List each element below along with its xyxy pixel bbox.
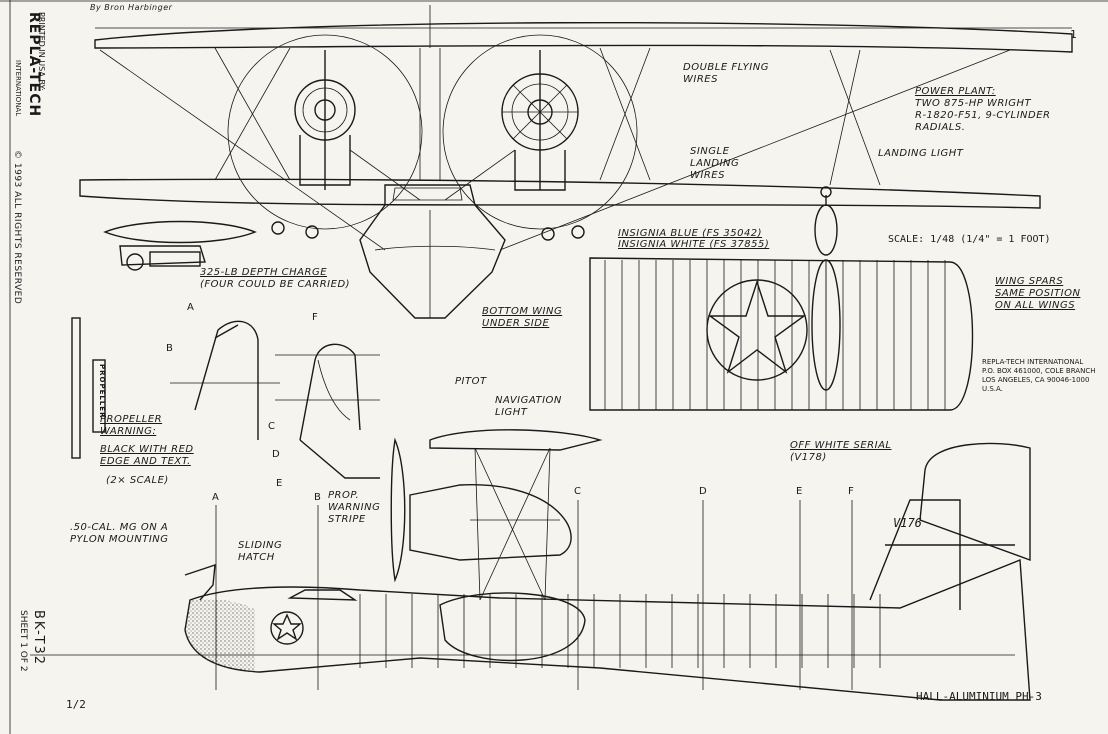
prop-warning-stripe-label: PROP. WARNING STRIPE [328, 490, 380, 526]
label-line: TWO 875-HP WRIGHT [915, 98, 1032, 109]
wing-spars-label: WING SPARS SAME POSITION ON ALL WINGS [995, 276, 1080, 312]
label-line: 325-LB DEPTH CHARGE [200, 267, 328, 278]
label-line: NAVIGATION [495, 395, 562, 406]
publisher-brand: REPLA-TECH [26, 12, 42, 118]
detail-letter-d: D [272, 449, 280, 460]
label-line: STRIPE [328, 514, 366, 525]
insignia-blue-label: INSIGNIA BLUE (FS 35042) [618, 228, 763, 239]
label-line: WING SPARS [995, 276, 1064, 287]
label-line: (FOUR COULD BE CARRIED) [200, 279, 351, 290]
landing-light-label: LANDING LIGHT [878, 148, 964, 159]
bottom-wing-view [589, 257, 974, 411]
address-line: P.O. BOX 461000, COLE BRANCH [982, 367, 1096, 375]
label-line: WIRES [683, 74, 718, 85]
detail-letter-b: B [166, 343, 173, 354]
label-line: BLACK WITH RED [100, 444, 194, 455]
station-letter-b: B [314, 492, 321, 503]
sheet-of: SHEET 1 OF 2 [18, 610, 28, 672]
label-line: PROPELLER [100, 414, 163, 425]
label-line: .50-CAL. MG ON A [70, 522, 169, 533]
scale-note: SCALE: 1/48 (1/4" = 1 FOOT) [888, 234, 1051, 245]
label-line: PROP. [328, 490, 360, 501]
label-line: OFF WHITE SERIAL [790, 440, 892, 451]
detail-letter-e: E [276, 478, 283, 489]
side-view [30, 429, 1031, 701]
off-white-serial-label: OFF WHITE SERIAL (V178) [790, 440, 892, 464]
bottom-wing-label: BOTTOM WING UNDER SIDE [482, 306, 562, 330]
publisher-sub: INTERNATIONAL [14, 60, 22, 117]
insignia-white-label: INSIGNIA WHITE (FS 37855) [618, 239, 770, 250]
black-with-red-label: BLACK WITH RED EDGE AND TEXT. [100, 444, 194, 468]
label-line: WIRES [690, 170, 725, 181]
single-landing-wires-label: SINGLE LANDING WIRES [690, 146, 739, 182]
station-letter-f: F [848, 486, 854, 497]
sheet-number: 1 [1070, 28, 1077, 41]
detail-letter-c: C [268, 421, 275, 432]
navigation-light-label: NAVIGATION LIGHT [495, 395, 562, 419]
address-line: U.S.A. [982, 385, 1003, 393]
front-view [79, 5, 1073, 319]
propeller-warning-detail [71, 317, 106, 459]
propeller-blade-text: PROPELLER [98, 364, 106, 419]
detail-letter-f: F [312, 312, 318, 323]
label-line: ON ALL WINGS [995, 300, 1076, 311]
propeller-warning-label: PROPELLER WARNING: [100, 414, 162, 438]
label-line: DOUBLE FLYING [683, 62, 769, 73]
label-line: EDGE AND TEXT. [100, 456, 191, 467]
label-line: R-1820-F51, 9-CYLINDER [915, 110, 1051, 121]
label-line: BOTTOM WING [482, 306, 563, 317]
address-line: LOS ANGELES, CA 90046-1000 [982, 376, 1090, 384]
station-letter-e: E [796, 486, 803, 497]
scale-fraction: 1/2 [66, 698, 86, 711]
label-line: POWER PLANT: [915, 86, 996, 97]
label-line: WARNING [328, 502, 381, 513]
label-line: LANDING [690, 158, 740, 169]
station-letter-a: A [212, 492, 219, 503]
title: HALL-ALUMINIUM PH-3 [916, 690, 1042, 703]
double-flying-wires-label: DOUBLE FLYING WIRES [683, 62, 769, 86]
pitot-label: PITOT [455, 376, 487, 387]
label-line: SAME POSITION [995, 288, 1081, 299]
label-line: HATCH [238, 552, 275, 563]
mg-mount-label: .50-CAL. MG ON A PYLON MOUNTING [70, 522, 169, 546]
station-letter-d: D [699, 486, 707, 497]
station-letter-c: C [574, 486, 581, 497]
label-line: (V178) [790, 452, 827, 463]
label-line: UNDER SIDE [482, 318, 550, 329]
label-line: SLIDING [238, 540, 283, 551]
depth-charge-label: 325-LB DEPTH CHARGE (FOUR COULD BE CARRI… [200, 267, 350, 291]
tail-serial: V176 [893, 516, 922, 530]
label-line: PYLON MOUNTING [70, 534, 169, 545]
detail-letter-a: A [187, 302, 194, 313]
section-details [170, 320, 380, 479]
address-line: REPLA-TECH INTERNATIONAL [982, 358, 1084, 366]
drawing-code: BK-T32 [31, 610, 46, 667]
label-line: LIGHT [495, 407, 528, 418]
label-line: RADIALS. [915, 122, 966, 133]
signature: By Bron Harbinger [90, 3, 173, 12]
sliding-hatch-label: SLIDING HATCH [238, 540, 282, 564]
label-line: SINGLE [690, 146, 730, 157]
label-line: WARNING: [100, 426, 157, 437]
depth-charge-detail [103, 220, 257, 271]
address-block: REPLA-TECH INTERNATIONAL P.O. BOX 461000… [982, 358, 1095, 394]
copyright: © 1993 ALL RIGHTS RESERVED [12, 150, 22, 305]
power-plant-label: POWER PLANT: TWO 875-HP WRIGHT R-1820-F5… [915, 86, 1050, 134]
scale-2x-label: (2× SCALE) [106, 475, 169, 486]
